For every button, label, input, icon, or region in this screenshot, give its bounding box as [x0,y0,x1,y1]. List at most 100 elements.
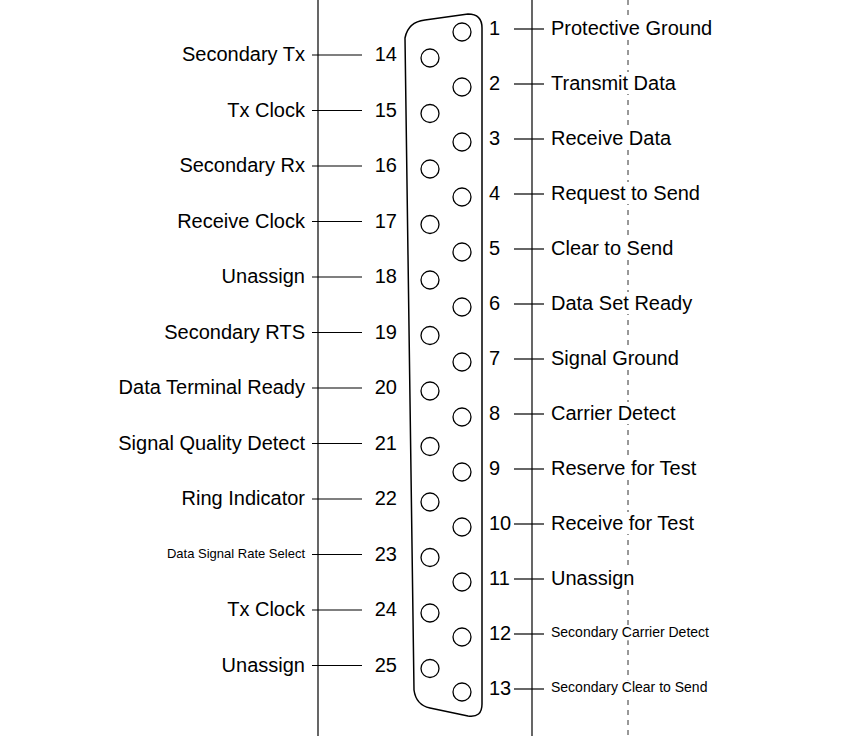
pin-hole [453,78,471,96]
leader-line [312,665,362,666]
signal-name: Secondary Tx [181,43,306,65]
pin-number: 24 [374,598,398,620]
pin-number: 10 [488,512,512,534]
pin-number: 21 [374,432,398,454]
leader-line [514,193,544,194]
signal-name: Request to Send [550,182,701,204]
pin-hole [421,160,439,178]
leader-line [514,468,544,469]
pin-hole [453,353,471,371]
pin-number: 23 [374,543,398,565]
signal-name: Unassign [221,265,306,287]
leader-line [514,633,544,634]
leader-line [514,358,544,359]
pin-hole [421,660,439,678]
pin-hole [453,463,471,481]
pin-hole [421,604,439,622]
pin-number: 8 [488,402,501,424]
signal-name: Protective Ground [550,17,713,39]
pin-number: 2 [488,72,501,94]
leader-line [312,165,362,166]
leader-line [312,554,362,555]
signal-name: Tx Clock [226,598,306,620]
signal-name: Secondary RTS [163,321,306,343]
pin-number: 3 [488,127,501,149]
leader-line [312,387,362,388]
signal-name: Signal Ground [550,347,680,369]
leader-line [514,28,544,29]
pin-number: 25 [374,654,398,676]
signal-name: Receive Data [550,127,672,149]
pin-hole [453,243,471,261]
signal-name: Secondary Carrier Detect [550,625,710,640]
leader-line [312,443,362,444]
pin-hole [453,408,471,426]
pin-number: 20 [374,376,398,398]
signal-name: Receive Clock [176,210,306,232]
pin-number: 4 [488,182,501,204]
leader-line [312,609,362,610]
pin-hole [421,493,439,511]
pin-hole [421,271,439,289]
pin-number: 7 [488,347,501,369]
d-shell [405,14,482,716]
signal-name: Clear to Send [550,237,674,259]
leader-line [312,332,362,333]
signal-name: Data Terminal Ready [118,376,306,398]
pin-hole [421,327,439,345]
signal-name: Ring Indicator [181,487,306,509]
pin-number: 14 [374,43,398,65]
pin-hole [421,105,439,123]
pin-number: 5 [488,237,501,259]
pin-group [312,23,544,701]
leader-line [514,138,544,139]
housing-edge [531,0,532,736]
leader-line [514,688,544,689]
signal-name: Data Set Ready [550,292,693,314]
leader-line [312,54,362,55]
pin-number: 22 [374,487,398,509]
pin-number: 13 [488,677,512,699]
pin-hole [421,549,439,567]
signal-name: Secondary Rx [178,154,306,176]
pin-hole [421,49,439,67]
pin-hole [421,216,439,234]
pin-hole [453,573,471,591]
pin-hole [453,23,471,41]
pin-number: 18 [374,265,398,287]
pin-hole [453,628,471,646]
signal-name: Transmit Data [550,72,677,94]
pin-number: 16 [374,154,398,176]
leader-line [514,303,544,304]
pin-number: 6 [488,292,501,314]
leader-line [312,276,362,277]
pin-number: 9 [488,457,501,479]
pin-number: 17 [374,210,398,232]
signal-name: Secondary Clear to Send [550,680,708,695]
pin-number: 12 [488,622,512,644]
signal-name: Signal Quality Detect [117,432,306,454]
leader-line [514,523,544,524]
signal-name: Receive for Test [550,512,695,534]
leader-line [312,110,362,111]
pin-hole [453,133,471,151]
leader-line [312,498,362,499]
signal-name: Unassign [221,654,306,676]
leader-line [514,413,544,414]
pin-number: 11 [488,567,511,589]
pin-number: 15 [374,99,398,121]
pin-hole [421,382,439,400]
leader-line [312,221,362,222]
leader-line [514,578,544,579]
signal-name: Carrier Detect [550,402,676,424]
pin-hole [453,518,471,536]
pin-hole [453,298,471,316]
pin-hole [453,188,471,206]
pin-number: 1 [488,17,501,39]
signal-name: Data Signal Rate Select [166,546,306,560]
signal-name: Reserve for Test [550,457,697,479]
leader-line [514,83,544,84]
pin-number: 19 [374,321,398,343]
